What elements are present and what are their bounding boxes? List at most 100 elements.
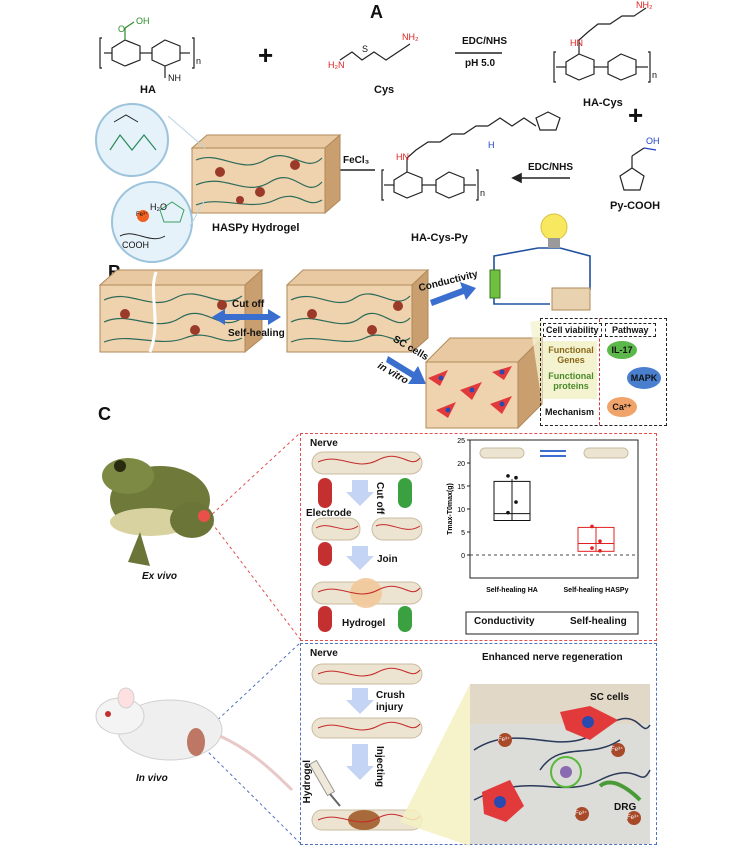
self-healing-label: Self-healing <box>228 328 285 339</box>
chem-oh-label-2: OH <box>646 136 660 146</box>
chem-cooh-label: COOH <box>122 240 149 250</box>
inject-arrow <box>346 744 374 780</box>
cut-nerve <box>311 517 423 541</box>
cell-viability-label: Cell viability <box>543 323 602 337</box>
fecl3-label: FeCl₃ <box>343 155 370 166</box>
data-point <box>514 500 518 504</box>
electrode-red-3 <box>318 606 332 632</box>
in-vivo-panel <box>300 643 657 845</box>
analysis-legend-box: Cell viability Functional Genes Function… <box>540 318 667 426</box>
chem-n-label-1: n <box>196 56 202 66</box>
injected-nerve <box>311 809 423 831</box>
cut-off-label-c: Cut off <box>374 482 385 515</box>
y-tick-label: 0 <box>461 553 465 560</box>
chem-fe-label: Fe³⁺ <box>136 212 149 218</box>
ex-vivo-panel <box>300 433 657 641</box>
footer-box <box>465 611 639 635</box>
ex-vivo-label: Ex vivo <box>142 571 178 582</box>
fe-ion-label-2: Fe³⁺ <box>611 747 624 753</box>
plus-sign-2: + <box>628 100 644 130</box>
functional-genes-label: Functional Genes <box>548 345 594 365</box>
conductivity-arrow <box>430 282 476 306</box>
light-bulb-icon <box>540 213 568 248</box>
inset-nerve-left <box>479 447 525 459</box>
ca-pathway-badge: Ca²⁺ <box>607 397 637 417</box>
chart-plot-frame <box>469 439 639 579</box>
chem-h-label: H <box>488 140 495 150</box>
panel-label-c: C <box>98 404 111 424</box>
battery-icon <box>489 269 501 299</box>
regeneration-title: Enhanced nerve regeneration <box>482 652 623 663</box>
chem-nh2-label-1: NH₂ <box>402 32 419 42</box>
chem-nh2-label-2: NH₂ <box>636 0 653 10</box>
mapk-pathway-badge: MAPK <box>627 367 661 389</box>
cut-heal-arrow <box>212 309 281 325</box>
ha-cys-py-structure <box>381 111 561 201</box>
nerve-label-top: Nerve <box>310 438 338 449</box>
mechanism-label: Mechanism <box>545 407 595 417</box>
sc-cells-label-c: SC cells <box>590 692 629 703</box>
ha-cys-label: HA-Cys <box>583 97 623 109</box>
y-tick-label: 10 <box>457 507 465 514</box>
chem-h2o-label: H₂O <box>150 202 167 212</box>
injecting-label: Injecting <box>374 746 385 788</box>
chem-hn-label-1: HN <box>570 38 583 48</box>
sc-cells-arrow <box>386 356 426 384</box>
y-tick-label: 5 <box>461 530 465 537</box>
fe-ion-label-3: Fe³⁺ <box>575 811 588 817</box>
cut-off-label: Cut off <box>232 299 265 310</box>
join-label: Join <box>377 554 398 565</box>
healed-hydrogel-cube <box>285 268 430 354</box>
py-cooh-structure <box>619 147 657 191</box>
hydrogel-sample-icon <box>551 287 591 311</box>
ha-cys-structure <box>553 7 651 83</box>
nerve-label-bottom: Nerve <box>310 648 338 659</box>
electrode-green-1 <box>398 478 412 508</box>
joined-nerve <box>311 578 423 608</box>
ha-structure <box>99 21 195 78</box>
electrode-red-1 <box>318 478 332 508</box>
chem-o-label: O <box>118 24 126 34</box>
ha-cys-py-label: HA-Cys-Py <box>411 232 468 244</box>
electrode-green-3 <box>398 606 412 632</box>
py-cooh-label: Py-COOH <box>610 200 661 212</box>
intact-nerve-top <box>311 451 423 475</box>
footer-self-healing-label: Self-healing <box>570 616 627 627</box>
cys-label: Cys <box>374 84 395 96</box>
cut-off-arrow <box>346 480 374 506</box>
crushed-nerve <box>311 717 423 739</box>
injury-label: injury <box>376 702 404 713</box>
in-vivo-label: In vivo <box>136 773 168 784</box>
chem-oh-label: OH <box>136 16 150 26</box>
chem-h2n-label: H₂N <box>328 60 345 70</box>
box-body <box>493 480 531 521</box>
syringe-icon <box>308 759 341 807</box>
data-point <box>598 549 602 553</box>
edc-nhs-label-2: EDC/NHS <box>528 162 574 173</box>
haspy-hydrogel-label: HASPy Hydrogel <box>212 222 300 234</box>
y-tick-label: 15 <box>457 484 465 491</box>
chem-hn-label-2: HN <box>396 152 409 162</box>
crush-arrow <box>346 688 374 714</box>
y-tick-label: 25 <box>457 438 465 445</box>
zoom-circle-bottom <box>111 181 193 263</box>
x-category-label: Self-healing HA <box>486 587 538 594</box>
chem-s-label-1: S <box>362 44 369 54</box>
panel-label-a: A <box>370 2 383 22</box>
ha-label: HA <box>140 84 156 96</box>
reaction-arrow-2 <box>511 172 570 184</box>
crush-label: Crush <box>376 690 405 701</box>
data-point <box>590 546 594 550</box>
data-point <box>506 474 510 478</box>
electrode-label: Electrode <box>306 508 352 519</box>
x-category-label: Self-healing HASPy <box>564 587 629 594</box>
fe-ion-label-1: Fe³⁺ <box>498 737 511 743</box>
nerve-before-crush <box>311 663 423 685</box>
data-point <box>598 539 602 543</box>
y-axis-label: Tmax-T0max(g) <box>447 483 454 535</box>
fe-ion-label-4: Fe³⁺ <box>627 815 640 821</box>
regeneration-scene <box>470 684 651 844</box>
